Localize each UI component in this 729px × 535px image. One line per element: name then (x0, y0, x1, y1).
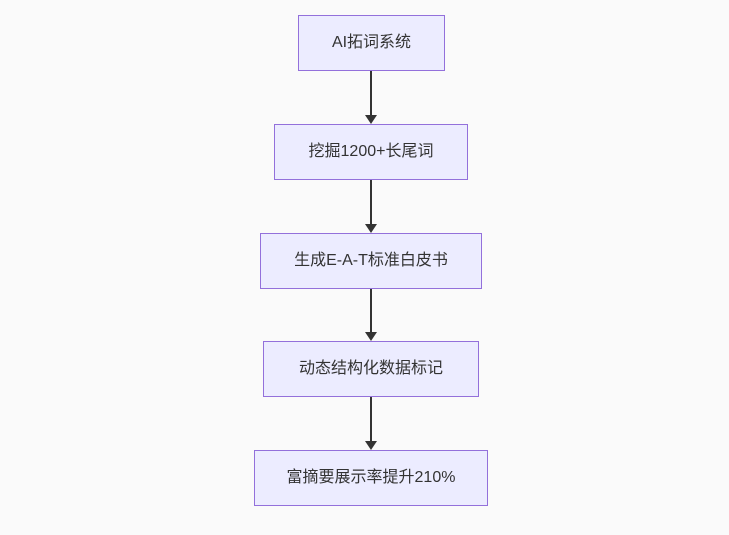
flow-node-generate-eat-whitepaper: 生成E-A-T标准白皮书 (260, 233, 482, 289)
arrow-down-icon (365, 224, 377, 233)
flow-node-ai-word-expansion-system: AI拓词系统 (298, 15, 445, 71)
flow-node-label: 动态结构化数据标记 (298, 360, 443, 377)
flow-node-dynamic-structured-data-markup: 动态结构化数据标记 (263, 341, 479, 397)
flow-node-label: 富摘要展示率提升210% (286, 469, 456, 486)
flow-node-mine-longtail-keywords: 挖掘1200+长尾词 (274, 124, 468, 180)
flow-node-label: 生成E-A-T标准白皮书 (294, 252, 448, 269)
flow-node-label: AI拓词系统 (331, 34, 412, 51)
edge-line (370, 289, 372, 332)
flow-edge-2-3 (365, 289, 377, 341)
flow-edge-3-4 (365, 397, 377, 450)
flow-node-rich-snippet-rate-increase: 富摘要展示率提升210% (254, 450, 488, 506)
edge-line (370, 71, 372, 115)
edge-line (370, 180, 372, 224)
arrow-down-icon (365, 115, 377, 124)
edge-line (370, 397, 372, 441)
arrow-down-icon (365, 441, 377, 450)
flow-node-label: 挖掘1200+长尾词 (308, 143, 434, 160)
flow-edge-0-1 (365, 71, 377, 124)
flow-edge-1-2 (365, 180, 377, 233)
arrow-down-icon (365, 332, 377, 341)
